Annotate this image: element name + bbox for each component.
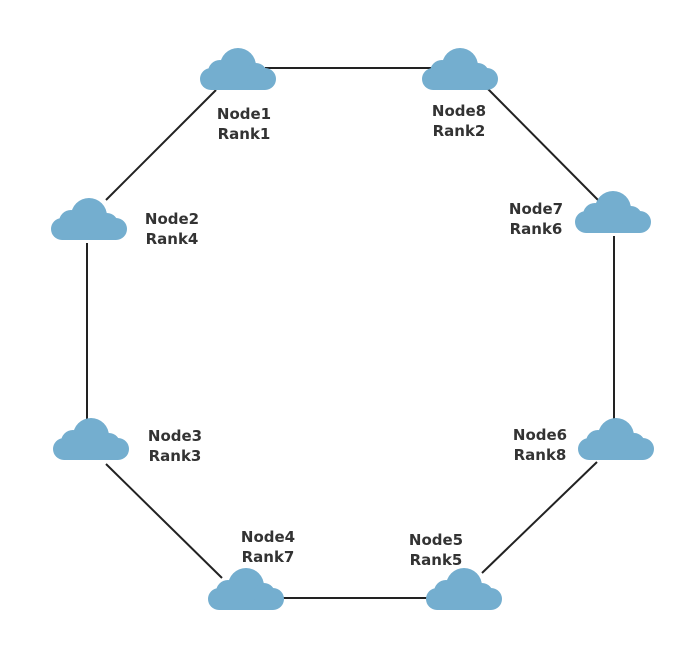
- node-rank: Rank3: [148, 447, 202, 465]
- cloud-icon-node6: [578, 418, 654, 460]
- node-label-node1: Node1 Rank1: [199, 104, 289, 144]
- node-rank: Rank4: [145, 230, 199, 248]
- node-label-node5: Node5 Rank5: [391, 530, 481, 570]
- node-name: Node8: [431, 102, 487, 120]
- node-name: Node3: [147, 427, 203, 445]
- edge-node8-node7: [486, 87, 599, 201]
- node-label-node3: Node3 Rank3: [130, 426, 220, 466]
- node-rank: Rank8: [513, 446, 567, 464]
- node-name: Node4: [240, 528, 296, 546]
- node-name: Node1: [216, 105, 272, 123]
- cloud-icon-node8: [422, 48, 498, 90]
- node-name: Node5: [408, 531, 464, 549]
- node-name: Node2: [144, 210, 200, 228]
- node-label-node2: Node2 Rank4: [127, 209, 217, 249]
- node-rank: Rank2: [432, 122, 486, 140]
- node-name: Node6: [512, 426, 568, 444]
- node-rank: Rank5: [409, 551, 463, 569]
- edge-node6-node5: [481, 461, 598, 574]
- node-label-node8: Node8 Rank2: [414, 101, 504, 141]
- cloud-icon-node5: [426, 568, 502, 610]
- cloud-icon-node3: [53, 418, 129, 460]
- node-label-node6: Node6 Rank8: [495, 425, 585, 465]
- cloud-icon-node2: [51, 198, 127, 240]
- cloud-icon-node1: [200, 48, 276, 90]
- node-rank: Rank7: [241, 548, 295, 566]
- node-name: Node7: [508, 200, 564, 218]
- edge-node2-node1: [105, 89, 217, 201]
- cloud-icon-node7: [575, 191, 651, 233]
- edge-node4-node3: [105, 463, 223, 579]
- node-rank: Rank1: [217, 125, 271, 143]
- cloud-icon-node4: [208, 568, 284, 610]
- node-label-node4: Node4 Rank7: [223, 527, 313, 567]
- node-rank: Rank6: [509, 220, 563, 238]
- node-label-node7: Node7 Rank6: [491, 199, 581, 239]
